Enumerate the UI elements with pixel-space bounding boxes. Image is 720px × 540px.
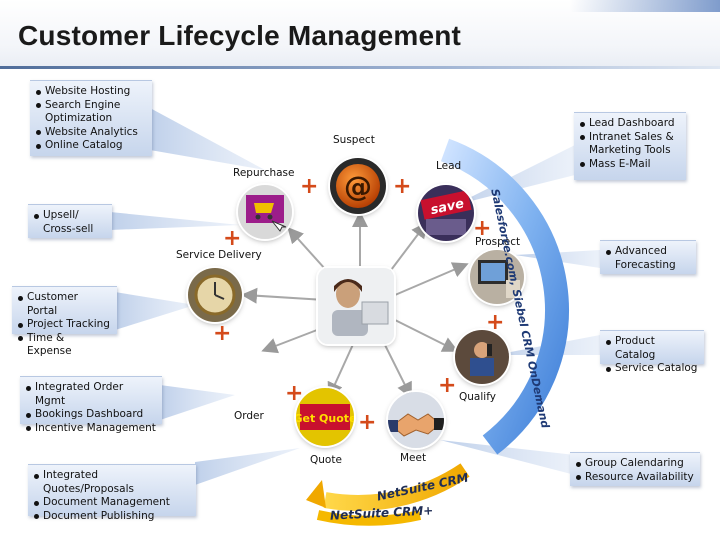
connector-order — [160, 385, 235, 420]
prospect-monitor-icon — [470, 250, 524, 304]
connector-suspect — [150, 108, 265, 170]
netsuite-crm-arc — [323, 463, 470, 511]
callout-item: Intranet Sales & Marketing Tools — [580, 131, 680, 158]
callout-item: Customer Portal — [18, 291, 111, 318]
page-title: Customer Lifecycle Management — [18, 20, 462, 51]
callout-service-tools: Customer Portal Project Tracking Time & … — [12, 286, 117, 357]
callout-item: Upsell/ Cross-sell — [34, 209, 103, 236]
plus-marker: + — [473, 216, 492, 241]
arc-arrowhead — [306, 480, 326, 508]
stage-label-order: Order — [234, 410, 264, 422]
save-banner-text: save — [429, 196, 465, 218]
center-person-icon — [318, 268, 394, 344]
connector-quote — [195, 448, 300, 485]
plus-marker: + — [393, 174, 412, 199]
blue-product-arc — [440, 138, 569, 455]
callout-repurchase-tools: Upsell/ Cross-sell — [28, 204, 112, 238]
callout-item: Website Analytics — [36, 126, 146, 140]
callout-item: Document Publishing — [34, 510, 190, 524]
callout-item: Search Engine Optimization — [36, 99, 146, 126]
callout-item: Document Management — [34, 496, 190, 510]
callout-item: Integrated Quotes/Proposals — [34, 469, 190, 496]
callout-prospect-tools: Advanced Forecasting — [600, 240, 696, 274]
plus-marker: + — [223, 226, 242, 251]
repurchase-cart-icon — [238, 185, 292, 239]
callout-item: Time & Expense — [18, 332, 111, 359]
plus-marker: + — [438, 373, 457, 398]
callout-item: Incentive Management — [26, 422, 156, 436]
stage-label-suspect: Suspect — [333, 134, 375, 146]
connector-service — [115, 292, 195, 330]
callout-item: Project Tracking — [18, 318, 111, 332]
callout-suspect-tools: Website Hosting Search Engine Optimizati… — [30, 80, 152, 156]
callout-item: Integrated Order Mgmt — [26, 381, 156, 408]
qualify-phone-icon — [455, 330, 509, 384]
plus-marker: + — [300, 174, 319, 199]
callout-item: Resource Availability — [576, 471, 694, 485]
callout-quote-tools: Integrated Quotes/Proposals Document Man… — [28, 464, 196, 522]
title-corner-decoration — [570, 0, 720, 12]
plus-marker: + — [358, 410, 377, 435]
stage-label-repurchase: Repurchase — [233, 167, 295, 179]
meet-handshake-icon — [388, 392, 444, 448]
suspect-at-icon: @ — [330, 158, 386, 214]
stage-label-qualify: Qualify — [459, 391, 496, 403]
stage-label-quote: Quote — [310, 454, 342, 466]
connector-repurchase — [110, 212, 240, 230]
callout-item: Group Calendaring — [576, 457, 694, 471]
get-quote-text: Get Quote — [296, 412, 354, 425]
quote-sign-icon: Get Quote — [296, 388, 354, 446]
callout-item: Product Catalog — [606, 335, 698, 362]
stage-label-lead: Lead — [436, 160, 462, 172]
svg-text:@: @ — [344, 170, 372, 203]
callout-item: Advanced Forecasting — [606, 245, 685, 272]
callout-lead-tools: Lead Dashboard Intranet Sales & Marketin… — [574, 112, 686, 180]
plus-marker: + — [213, 321, 232, 346]
title-underline — [0, 66, 720, 69]
spokes — [241, 211, 469, 399]
callout-meet-tools: Group Calendaring Resource Availability — [570, 452, 700, 486]
stage-label-service-delivery: Service Delivery — [176, 249, 262, 261]
callout-item: Website Hosting — [36, 85, 146, 99]
stage-label-prospect: Prospect — [475, 236, 521, 248]
callout-item: Service Catalog — [606, 362, 698, 376]
callout-item: Bookings Dashboard — [26, 408, 156, 422]
callout-item: Lead Dashboard — [580, 117, 680, 131]
netsuite-crm-plus-arc — [316, 510, 422, 526]
stage-label-meet: Meet — [400, 452, 427, 464]
lead-mail-icon: save — [418, 185, 474, 241]
service-watch-icon — [188, 268, 242, 322]
callout-item: Online Catalog — [36, 139, 146, 153]
plus-marker: + — [285, 381, 304, 406]
plus-marker: + — [486, 310, 505, 335]
callout-item: Mass E-Mail — [580, 158, 680, 172]
connector-meet — [440, 440, 575, 475]
callout-qualify-tools: Product Catalog Service Catalog — [600, 330, 704, 374]
connector-lead — [455, 145, 575, 205]
callout-order-tools: Integrated Order Mgmt Bookings Dashboard… — [20, 376, 162, 434]
